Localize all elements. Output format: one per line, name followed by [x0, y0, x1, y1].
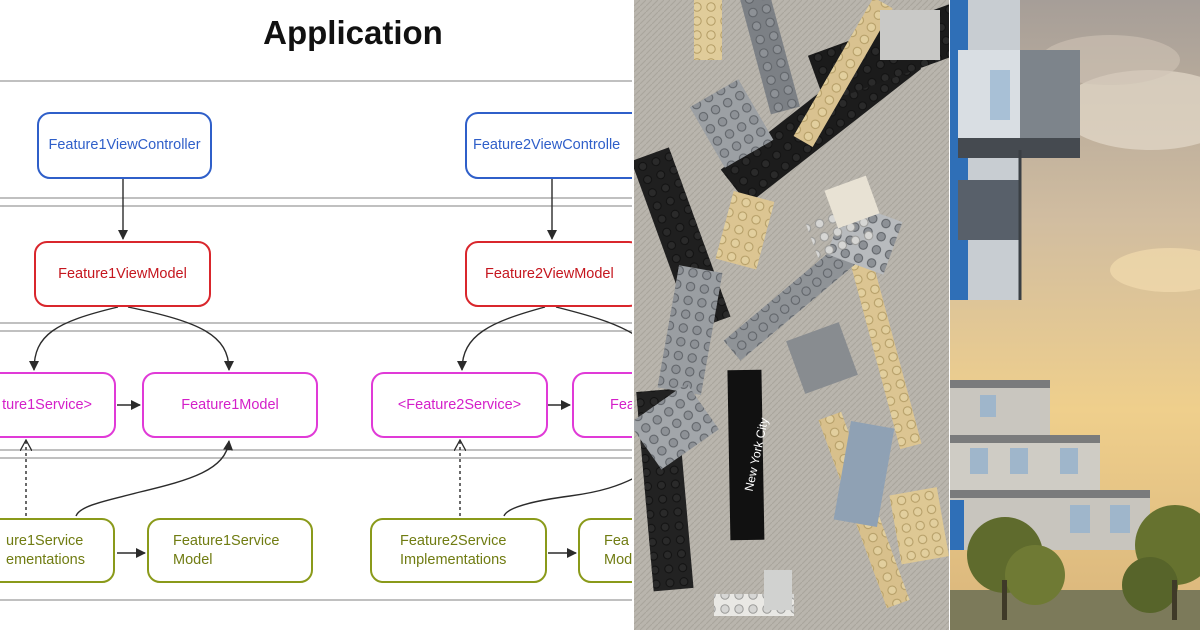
container-building-illustration	[950, 0, 1200, 630]
arrow-f2vm-to-f2service	[457, 306, 546, 371]
new-york-city-tile: New York City	[727, 369, 771, 541]
feature2-service-protocol-node: <Feature2Service>	[371, 372, 548, 438]
feature2-service-impl-node: Feature2Service Implementations	[370, 518, 547, 583]
feature2-service-model-node: Fea Mod	[578, 518, 634, 583]
feature1-view-controller-label: Feature1ViewController	[48, 137, 201, 154]
feature1-view-controller-node: Feature1ViewController	[37, 112, 212, 179]
feature1-service-impl-node: ure1Service ementations	[0, 518, 115, 583]
feature2-model-label: Fea	[610, 396, 634, 413]
feature2-view-model-node: Feature2ViewModel	[465, 241, 634, 307]
feature2-service-model-label-line1: Fea	[604, 533, 629, 550]
feature2-view-controller-node: Feature2ViewControlle	[465, 112, 634, 179]
feature2-model-node: Fea	[572, 372, 634, 438]
feature1-service-protocol-label: ture1Service>	[2, 396, 92, 413]
feature1-view-model-node: Feature1ViewModel	[34, 241, 211, 307]
diagram-title: Application	[263, 14, 443, 51]
feature1-service-impl-label-line2: ementations	[6, 551, 85, 568]
arrow-f1vm-to-f1model	[127, 306, 234, 371]
feature2-view-controller-label: Feature2ViewControlle	[473, 137, 621, 154]
feature1-model-node: Feature1Model	[142, 372, 318, 438]
feature1-service-impl-label-line1: ure1Service	[6, 533, 84, 550]
lego-bricks-illustration: New York City	[634, 0, 950, 630]
feature1-service-model-label-line2: Model	[173, 551, 213, 568]
arrow-f1impl-to-f1model	[75, 440, 234, 517]
feature2-service-protocol-label: <Feature2Service>	[397, 396, 522, 413]
panel-divider-left	[632, 0, 635, 630]
feature1-view-model-label: Feature1ViewModel	[58, 265, 187, 282]
feature1-service-model-label-line1: Feature1Service	[173, 533, 280, 550]
feature2-service-impl-label-line1: Feature2Service	[400, 533, 507, 550]
feature2-service-model-label-line2: Mod	[604, 551, 633, 568]
arrow-f1vm-to-f1service	[29, 306, 119, 371]
architecture-diagram: Application Feature1ViewController Featu…	[0, 14, 634, 601]
arrow-f2impl-to-f2model	[503, 477, 634, 517]
feature2-service-impl-label-line2: Implementations	[400, 551, 507, 568]
lego-bricks-photo: New York City	[634, 0, 950, 630]
feature1-service-protocol-node: ture1Service>	[0, 372, 116, 438]
layer-lines	[0, 80, 634, 601]
feature1-service-model-node: Feature1Service Model	[147, 518, 313, 583]
container-building-photo	[950, 0, 1200, 630]
feature1-model-label: Feature1Model	[181, 396, 279, 413]
feature2-view-model-label: Feature2ViewModel	[485, 265, 614, 282]
